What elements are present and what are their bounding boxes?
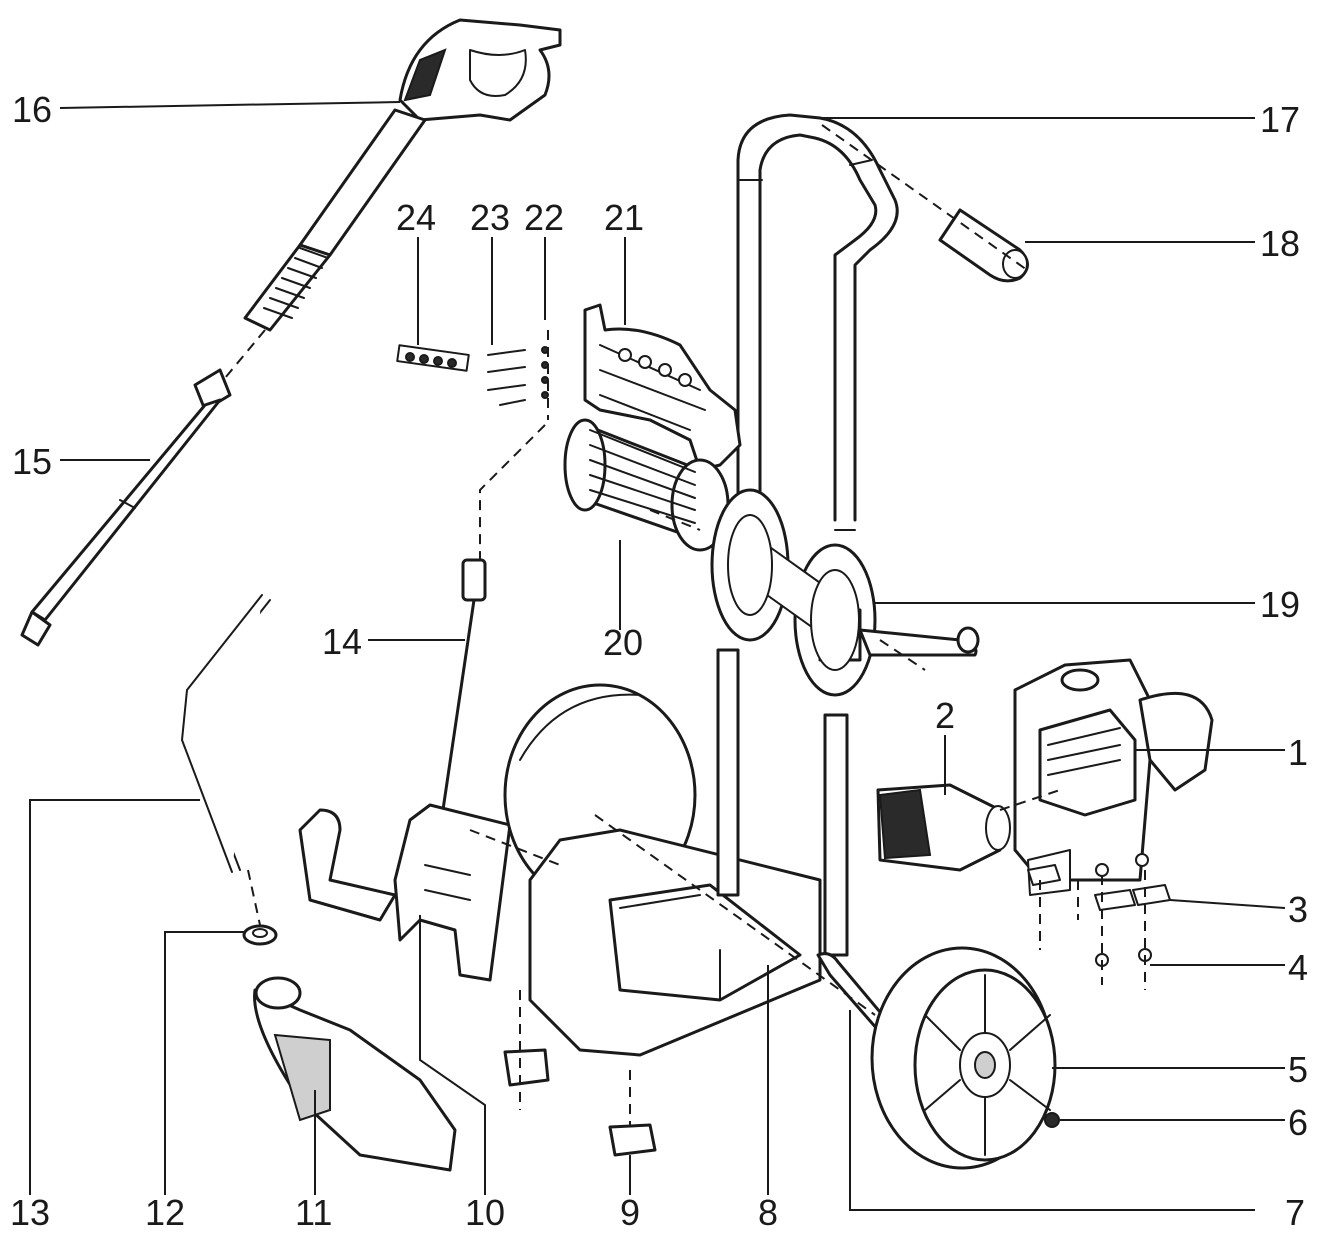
callout-22: 22	[524, 197, 564, 238]
callout-2: 2	[935, 695, 955, 736]
pump	[876, 783, 1011, 872]
callout-14: 14	[322, 621, 362, 662]
callout-9: 9	[620, 1192, 640, 1233]
assembly-lines	[224, 124, 1146, 1125]
leader-lines	[29, 101, 1286, 1211]
callout-4: 4	[1288, 947, 1308, 988]
callout-10: 10	[465, 1192, 505, 1233]
callout-7: 7	[1285, 1192, 1305, 1233]
callout-17: 17	[1260, 99, 1300, 140]
callout-3: 3	[1288, 889, 1308, 930]
callout-15: 15	[12, 441, 52, 482]
hose-coil	[563, 418, 730, 552]
callout-5: 5	[1288, 1049, 1308, 1090]
screws	[487, 346, 549, 406]
hose-reel-bracket	[583, 303, 742, 472]
callout-6: 6	[1288, 1102, 1308, 1143]
washer	[242, 924, 278, 946]
callout-16: 16	[12, 89, 52, 130]
rubber-feet	[503, 1048, 657, 1157]
callout-24: 24	[396, 197, 436, 238]
callout-labels: 16 15 14 13 12 11 10 9 8 7 6 5 4 3 1 2 1…	[10, 89, 1308, 1233]
mounting-plate	[393, 803, 512, 982]
callout-8: 8	[758, 1192, 778, 1233]
callout-13: 13	[10, 1192, 50, 1233]
callout-12: 12	[145, 1192, 185, 1233]
engine-brackets	[1027, 853, 1171, 967]
callout-11: 11	[295, 1192, 332, 1233]
hose-reel-crank	[710, 488, 980, 697]
callout-21: 21	[604, 197, 644, 238]
callout-1: 1	[1288, 732, 1308, 773]
engine	[1013, 658, 1214, 896]
callout-20: 20	[603, 622, 643, 663]
callout-18: 18	[1260, 223, 1300, 264]
grip-tube	[938, 208, 1029, 283]
handle-frame	[736, 113, 899, 532]
callout-19: 19	[1260, 584, 1300, 625]
siphon-lance	[181, 594, 271, 873]
nozzle-set	[396, 344, 470, 372]
spray-gun	[243, 18, 562, 332]
connector-tube	[438, 558, 487, 832]
front-wheel	[870, 946, 1060, 1170]
detergent-tank	[253, 976, 457, 1172]
frame-base	[298, 648, 849, 1057]
axle	[816, 952, 887, 1032]
callout-23: 23	[470, 197, 510, 238]
spray-wand	[20, 368, 232, 647]
